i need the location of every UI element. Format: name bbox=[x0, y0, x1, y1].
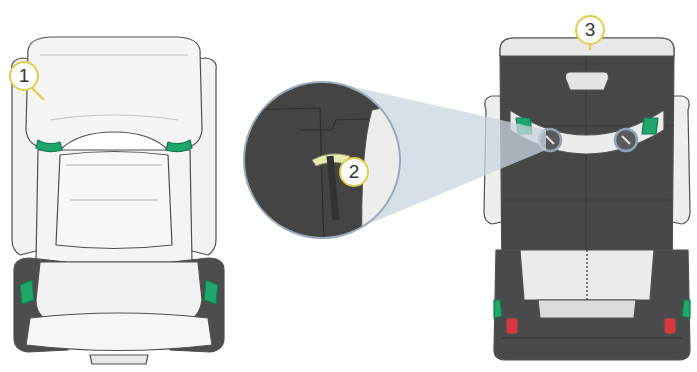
zoom-detail bbox=[240, 80, 420, 250]
zoom-ring bbox=[244, 82, 400, 238]
callout-number: 2 bbox=[339, 157, 369, 187]
callout-number: 1 bbox=[9, 61, 39, 91]
callout-number: 3 bbox=[575, 15, 605, 45]
belt-hook bbox=[546, 136, 630, 144]
front-view-seat bbox=[12, 37, 224, 364]
back-view-seat bbox=[484, 38, 690, 360]
